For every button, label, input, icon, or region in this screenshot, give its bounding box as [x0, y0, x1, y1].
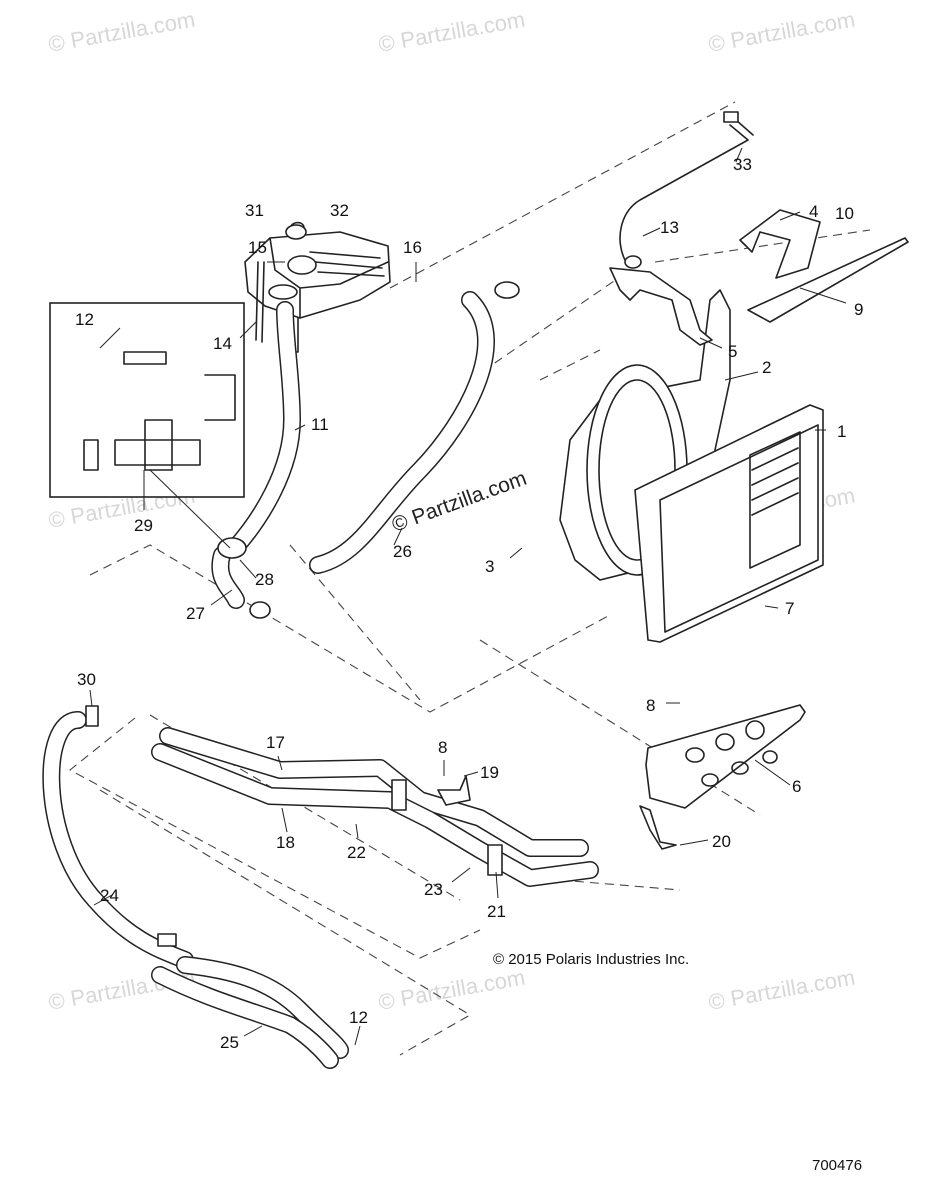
callout-17: 17	[266, 733, 285, 752]
callout-24: 24	[100, 886, 119, 905]
callout-3: 3	[485, 557, 494, 576]
diagram-number: 700476	[812, 1157, 862, 1174]
callout-6: 6	[792, 777, 801, 796]
mounting-brackets	[609, 209, 909, 346]
callout-33: 33	[733, 155, 752, 174]
callout-29: 29	[134, 516, 153, 535]
leader-lines	[89, 147, 847, 1046]
callout-4: 4	[809, 202, 818, 221]
hose-26	[309, 281, 520, 574]
guard-plate-6	[645, 704, 806, 809]
callout-14: 14	[213, 334, 232, 353]
watermark: © Partzilla.com	[47, 7, 197, 57]
callout-labels: 1 2 3 4 5 6 7 8 8 9 10 11 12 12 13 14 15…	[75, 155, 863, 1052]
callout-30: 30	[77, 670, 96, 689]
watermark: © Partzilla.com	[377, 7, 527, 57]
callout-10: 10	[835, 204, 854, 223]
callout-25: 25	[220, 1033, 239, 1052]
callout-26: 26	[393, 542, 412, 561]
callout-12: 12	[75, 310, 94, 329]
callout-18: 18	[276, 833, 295, 852]
callout-28: 28	[255, 570, 274, 589]
radiator	[634, 404, 824, 643]
callout-8b: 8	[438, 738, 447, 757]
callout-11: 11	[311, 415, 329, 434]
callout-19: 19	[480, 763, 499, 782]
callout-31: 31	[245, 201, 264, 220]
callout-16: 16	[403, 238, 422, 257]
copyright-text: © 2015 Polaris Industries Inc.	[493, 951, 689, 968]
dashed-reference-lines	[69, 101, 871, 1056]
hose-33	[619, 111, 754, 269]
callout-22: 22	[347, 843, 366, 862]
callout-5: 5	[728, 342, 737, 361]
hose-11	[226, 284, 301, 557]
callout-7: 7	[785, 599, 794, 618]
callout-27: 27	[186, 604, 205, 623]
hose-24	[42, 705, 349, 1069]
callout-12b: 12	[349, 1008, 368, 1027]
callout-15: 15	[248, 238, 267, 257]
watermark: © Partzilla.com	[707, 965, 857, 1015]
callout-13: 13	[660, 218, 679, 237]
callout-9: 9	[854, 300, 863, 319]
callout-21: 21	[487, 902, 506, 921]
callout-1: 1	[837, 422, 846, 441]
hose-fitting-28	[211, 537, 271, 619]
coolant-tubes	[151, 727, 677, 887]
inset-detail-box	[49, 302, 245, 549]
bottle-cap-icon	[285, 224, 307, 240]
callout-2: 2	[762, 358, 771, 377]
callout-8: 8	[646, 696, 655, 715]
callout-23: 23	[424, 880, 443, 899]
watermark: © Partzilla.com	[707, 7, 857, 57]
callout-20: 20	[712, 832, 731, 851]
callout-32: 32	[330, 201, 349, 220]
